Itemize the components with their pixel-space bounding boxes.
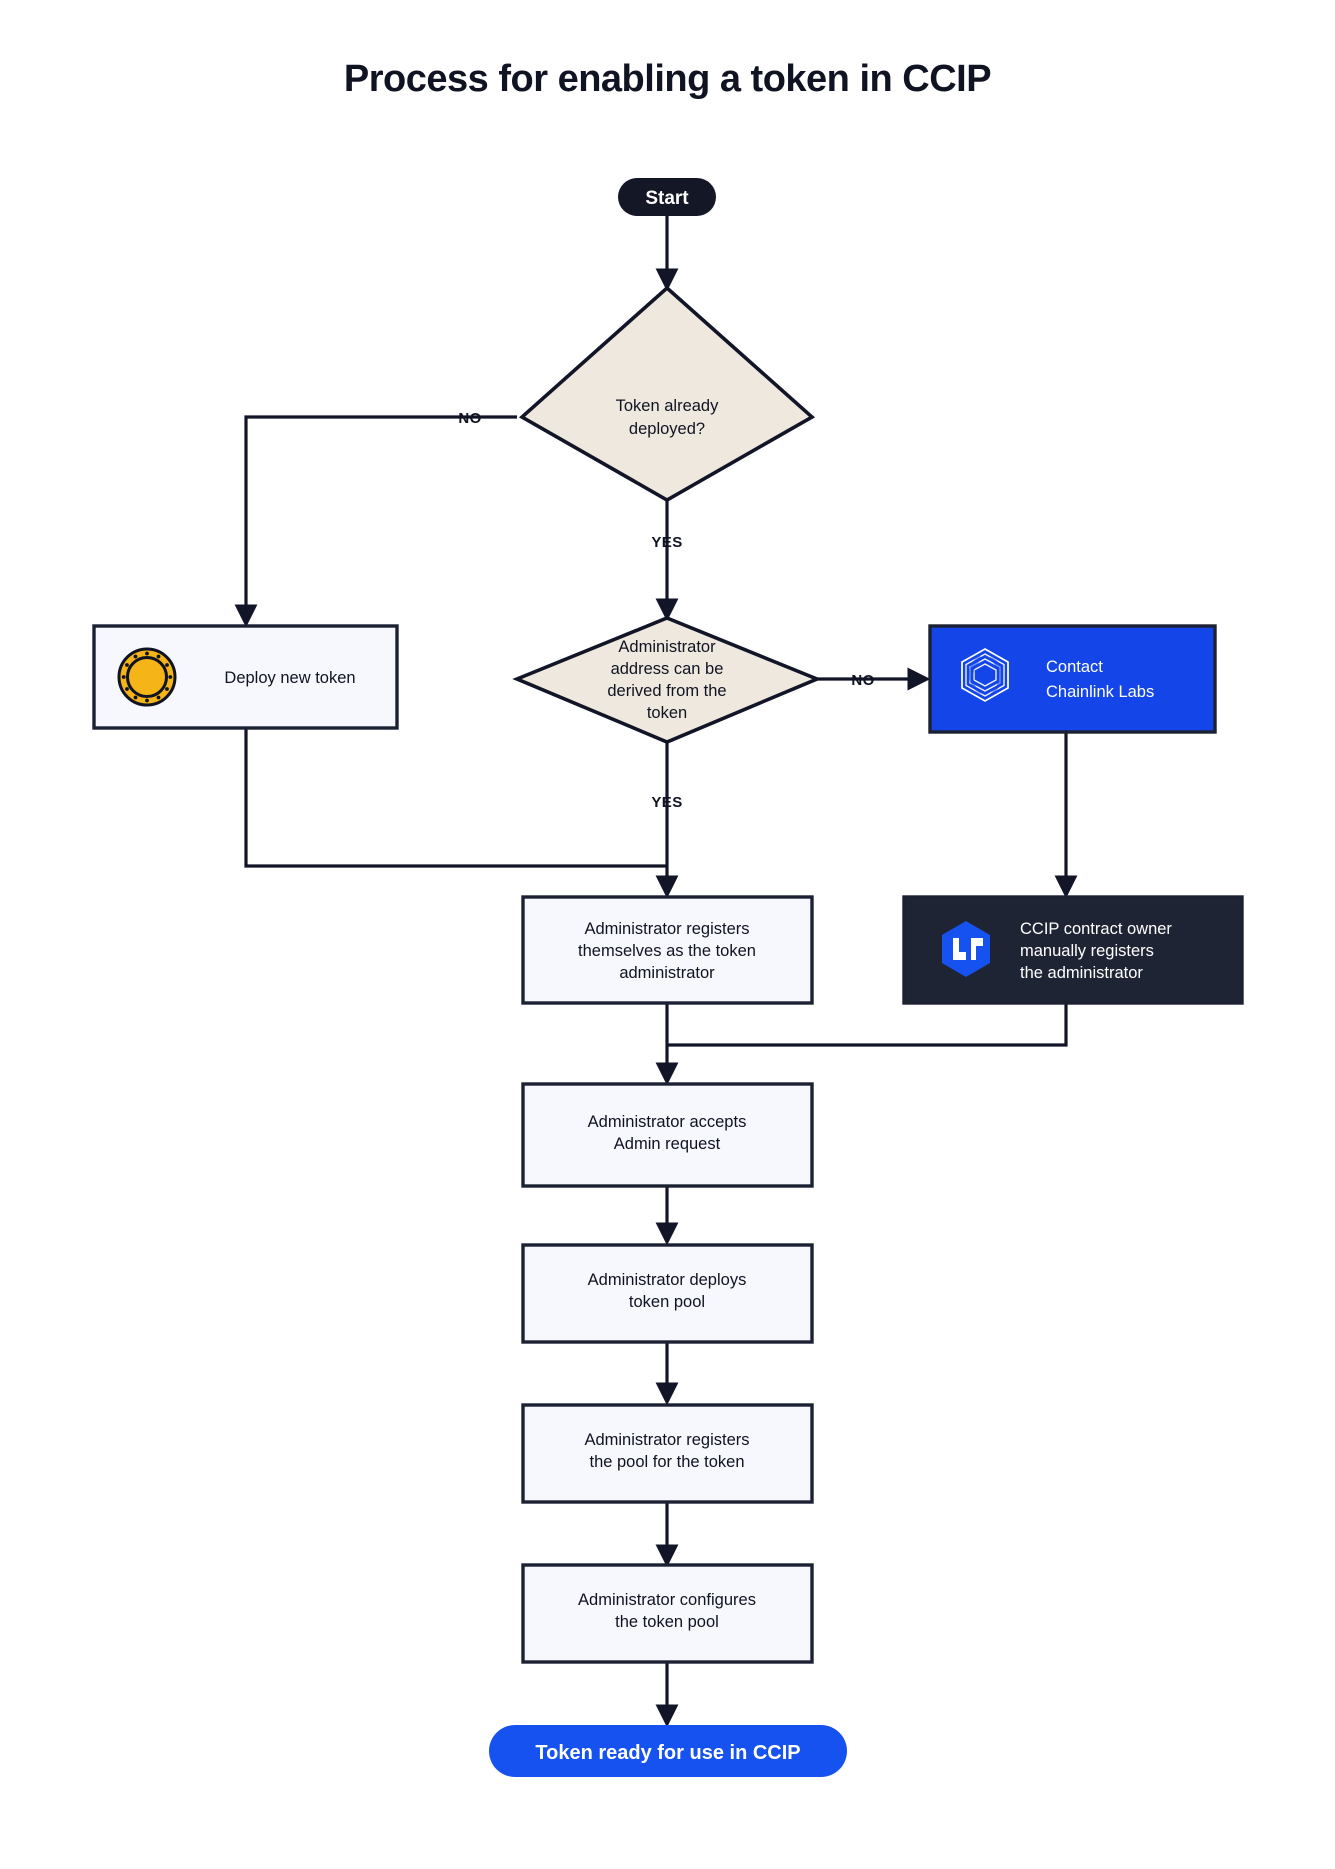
node-decision-admin-derived-line-4: token — [647, 704, 687, 722]
node-decision-token-deployed[interactable]: Token already deployed? — [518, 285, 816, 503]
edge-ccip-owner-join — [667, 1003, 1068, 1047]
edge-label-deployed-no: NO — [458, 410, 481, 427]
node-admin-registers-self-line-1: Administrator registers — [584, 920, 749, 938]
node-decision-admin-derived-line-2: address can be — [611, 660, 724, 678]
edge-label-admin-yes: YES — [651, 794, 682, 811]
edge-label-deployed-yes: YES — [651, 534, 682, 551]
node-admin-deploys-token-pool[interactable]: Administrator deploys token pool — [521, 1243, 814, 1344]
node-admin-deploys-token-pool-line-2: token pool — [629, 1293, 705, 1311]
node-decision-admin-derived[interactable]: Administrator address can be derived fro… — [512, 616, 822, 744]
node-admin-deploys-token-pool-line-1: Administrator deploys — [588, 1271, 747, 1289]
node-admin-registers-pool[interactable]: Administrator registers the pool for the… — [521, 1403, 814, 1504]
edge-decision-deployed-no — [234, 415, 517, 628]
node-admin-registers-self-line-2: themselves as the token — [578, 942, 756, 960]
node-ccip-owner-registers[interactable]: CCIP contract owner manually registers t… — [902, 895, 1244, 1005]
node-admin-configures-pool-line-2: the token pool — [615, 1613, 719, 1631]
node-contact-chainlink-labs-line-2: Chainlink Labs — [1046, 683, 1154, 701]
node-deploy-new-token[interactable]: Deploy new token — [92, 624, 399, 730]
node-admin-configures-pool[interactable]: Administrator configures the token pool — [521, 1563, 814, 1664]
node-end-token-ready-label: Token ready for use in CCIP — [535, 1742, 800, 1764]
node-admin-registers-pool-line-1: Administrator registers — [584, 1431, 749, 1449]
node-ccip-owner-registers-line-2: manually registers — [1020, 942, 1154, 960]
page-title: Process for enabling a token in CCIP — [343, 58, 992, 100]
node-contact-chainlink-labs-line-1: Contact — [1046, 658, 1103, 676]
edge-deploy-token-join — [244, 728, 667, 868]
node-decision-token-deployed-line-2: deployed? — [629, 420, 705, 438]
node-start-label: Start — [645, 188, 689, 209]
node-admin-accepts-request-line-1: Administrator accepts — [588, 1113, 747, 1131]
node-admin-accepts-request[interactable]: Administrator accepts Admin request — [521, 1082, 814, 1188]
node-admin-accepts-request-line-2: Admin request — [614, 1135, 721, 1153]
node-ccip-owner-registers-line-3: the administrator — [1020, 964, 1143, 982]
node-start[interactable]: Start — [618, 178, 716, 216]
node-admin-configures-pool-line-1: Administrator configures — [578, 1591, 756, 1609]
node-admin-registers-self[interactable]: Administrator registers themselves as th… — [521, 895, 814, 1005]
node-ccip-owner-registers-line-1: CCIP contract owner — [1020, 920, 1172, 938]
node-decision-admin-derived-line-3: derived from the — [607, 682, 726, 700]
node-admin-registers-pool-line-2: the pool for the token — [589, 1453, 744, 1471]
node-admin-registers-self-line-3: administrator — [619, 964, 715, 982]
node-contact-chainlink-labs[interactable]: Contact Chainlink Labs — [928, 624, 1217, 734]
node-decision-token-deployed-line-1: Token already — [616, 397, 719, 415]
node-decision-admin-derived-line-1: Administrator — [618, 638, 716, 656]
coin-icon — [117, 647, 177, 707]
node-deploy-new-token-label: Deploy new token — [224, 669, 355, 687]
edge-label-admin-no: NO — [851, 672, 874, 689]
node-end-token-ready[interactable]: Token ready for use in CCIP — [489, 1725, 847, 1777]
